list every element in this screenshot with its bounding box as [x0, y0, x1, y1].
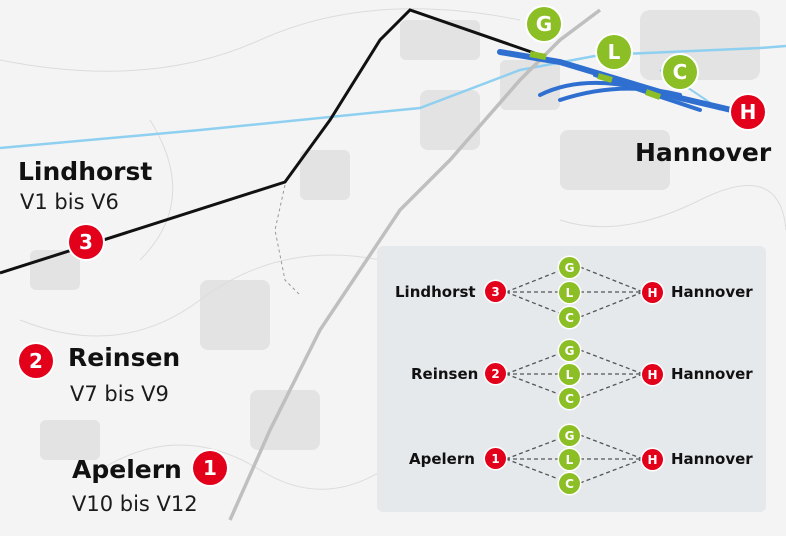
highway	[228, 8, 602, 521]
legend-dest-hannover: Hannover	[671, 450, 753, 468]
marker-1[interactable]: 1	[193, 451, 227, 485]
marker-2[interactable]: 2	[19, 344, 53, 378]
legend-marker-h: H	[642, 364, 663, 385]
city-label-reinsen: Reinsen	[68, 343, 181, 372]
river	[0, 44, 786, 150]
legend-hub-c: C	[559, 388, 580, 409]
rail-line	[0, 8, 541, 275]
legend-marker-2: 2	[485, 363, 506, 384]
variant-label-apelern: V10 bis V12	[72, 492, 198, 516]
minor-roads	[0, 8, 786, 490]
legend-origin-apelern: Apelern	[409, 450, 475, 468]
legend-marker-1: 1	[485, 448, 506, 469]
legend-marker-h: H	[642, 449, 663, 470]
legend-hub-g: G	[559, 340, 580, 361]
marker-3[interactable]: 3	[69, 225, 103, 259]
boundary-line	[274, 184, 301, 296]
legend-hub-l: L	[559, 282, 580, 303]
green-junctions	[529, 51, 662, 100]
marker-g[interactable]: G	[527, 7, 561, 41]
marker-l[interactable]: L	[597, 35, 631, 69]
city-label-lindhorst: Lindhorst	[18, 157, 153, 186]
legend-marker-3: 3	[485, 281, 506, 302]
variant-label-reinsen: V7 bis V9	[70, 382, 169, 406]
legend-origin-lindhorst: Lindhorst	[395, 283, 476, 301]
legend-hub-g: G	[559, 257, 580, 278]
legend-hub-c: C	[559, 307, 580, 328]
legend-hub-c: C	[559, 473, 580, 494]
marker-h[interactable]: H	[731, 95, 765, 129]
city-label-apelern: Apelern	[72, 455, 182, 484]
legend-hub-l: L	[559, 364, 580, 385]
legend-dest-hannover: Hannover	[671, 283, 753, 301]
legend-hub-g: G	[559, 425, 580, 446]
route-legend: Lindhorst 3 G L C H Hannover Reinsen 2 G…	[377, 246, 766, 512]
legend-marker-h: H	[642, 282, 663, 303]
variant-label-lindhorst: V1 bis V6	[20, 190, 119, 214]
marker-c[interactable]: C	[663, 55, 697, 89]
legend-hub-l: L	[559, 449, 580, 470]
legend-origin-reinsen: Reinsen	[411, 365, 479, 383]
legend-dest-hannover: Hannover	[671, 365, 753, 383]
city-label-hannover: Hannover	[635, 138, 772, 167]
legend-connectors	[505, 266, 644, 484]
